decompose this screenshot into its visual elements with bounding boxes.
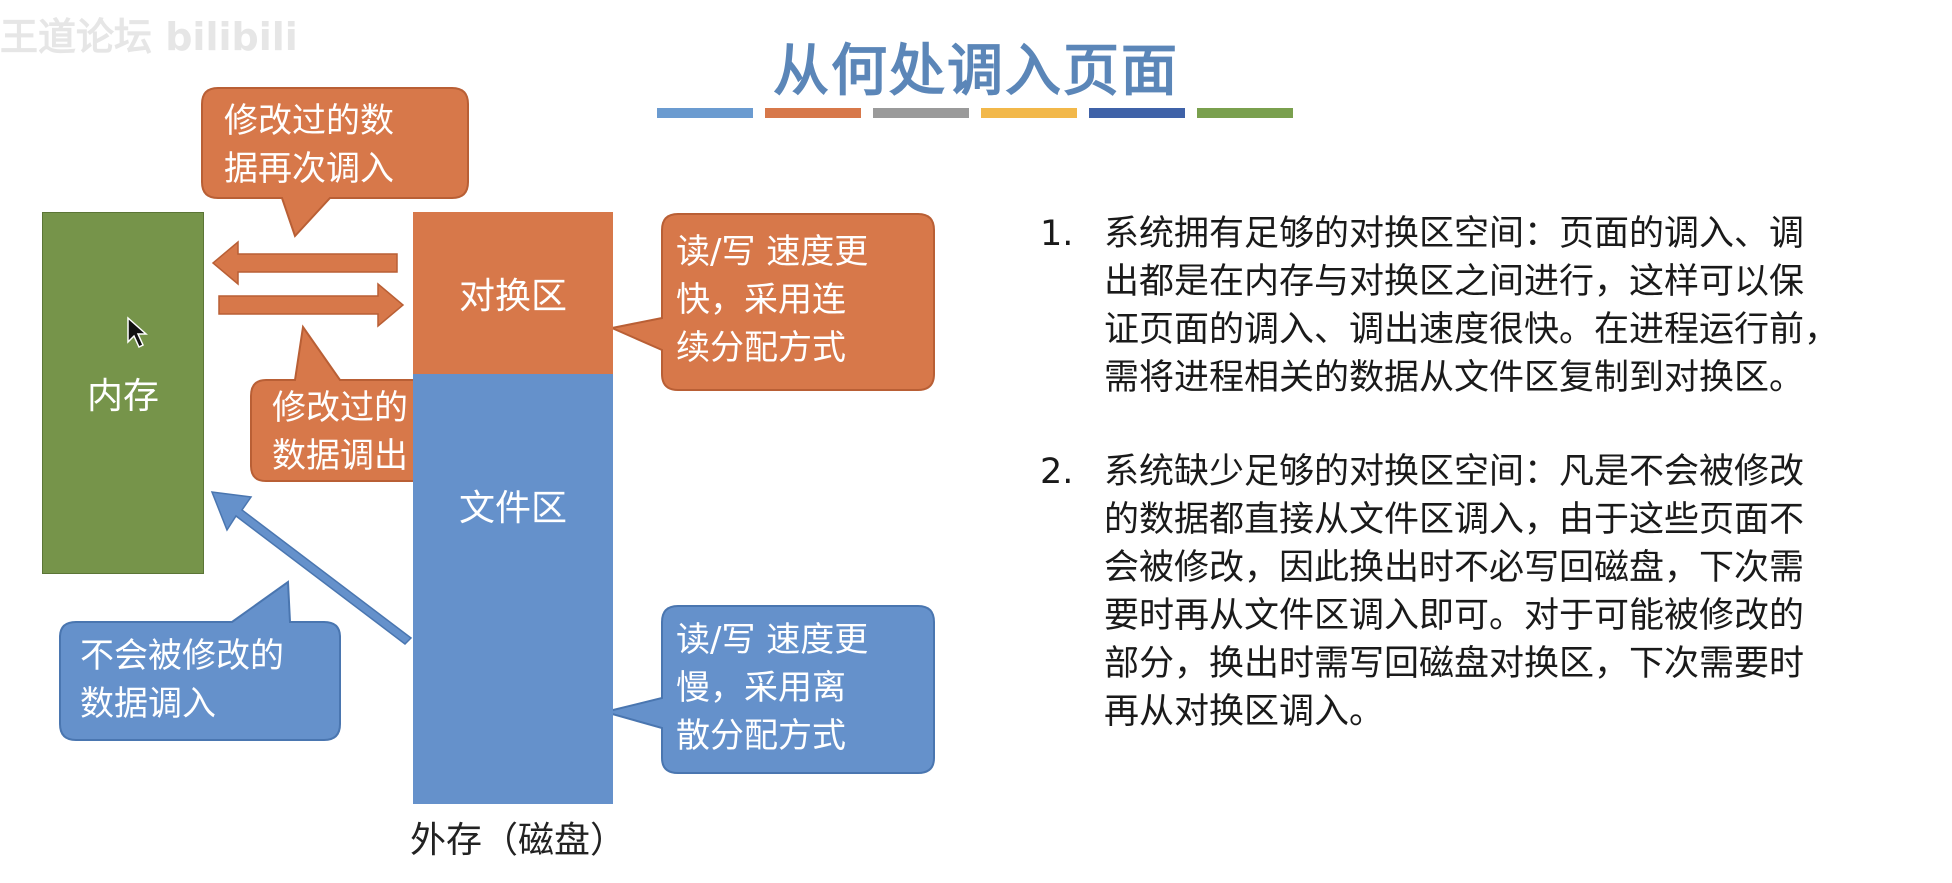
point-line: 证页面的调入、调出速度很快。在进程运行前，	[1104, 310, 1840, 350]
point-line: 系统拥有足够的对换区空间：页面的调入、调	[1104, 214, 1805, 254]
callout-line: 续分配方式	[676, 328, 846, 368]
callout-line: 快，采用连	[676, 280, 846, 320]
point-number: 2.	[1040, 452, 1074, 492]
callout-line: 修改过的数	[224, 101, 394, 141]
accent-bar-2	[765, 108, 861, 118]
file-area-label: 文件区	[458, 488, 567, 529]
callout-modified-out-text: 修改过的 数据调出	[272, 384, 408, 480]
callout-unmodified-in-text: 不会被修改的 数据调入	[80, 632, 284, 728]
callout-line: 读/写 速度更	[676, 232, 869, 272]
point-2: 2. 系统缺少足够的对换区空间：凡是不会被修改 的数据都直接从文件区调入，由于这…	[1040, 448, 1930, 736]
point-line: 再从对换区调入。	[1104, 692, 1385, 732]
arrow-memory-to-swap	[218, 282, 405, 328]
arrow-swap-to-memory	[211, 240, 398, 286]
watermark-logo: 王道论坛 bilibili	[0, 15, 298, 59]
accent-bar-1	[657, 108, 753, 118]
callout-line: 不会被修改的	[80, 636, 284, 676]
point-line: 会被修改，因此换出时不必写回磁盘，下次需	[1104, 548, 1805, 588]
callout-line: 修改过的	[272, 388, 408, 428]
callout-line: 数据调出	[272, 436, 408, 476]
point-body: 系统缺少足够的对换区空间：凡是不会被修改 的数据都直接从文件区调入，由于这些页面…	[1104, 448, 1930, 736]
accent-bar-5	[1089, 108, 1185, 118]
accent-bar-3	[873, 108, 969, 118]
point-line: 的数据都直接从文件区调入，由于这些页面不	[1104, 500, 1805, 540]
point-body: 系统拥有足够的对换区空间：页面的调入、调 出都是在内存与对换区之间进行，这样可以…	[1104, 210, 1930, 402]
callout-swap-speed-text: 读/写 速度更 快，采用连 续分配方式	[676, 228, 868, 372]
point-line: 需将进程相关的数据从文件区复制到对换区。	[1104, 358, 1805, 398]
accent-bar-4	[981, 108, 1077, 118]
point-line: 部分，换出时需写回磁盘对换区，下次需要时	[1104, 644, 1805, 684]
point-1: 1. 系统拥有足够的对换区空间：页面的调入、调 出都是在内存与对换区之间进行，这…	[1040, 210, 1930, 402]
callout-line: 读/写 速度更	[676, 620, 869, 660]
accent-bar-6	[1197, 108, 1293, 118]
point-line: 系统缺少足够的对换区空间：凡是不会被修改	[1104, 452, 1805, 492]
file-area-block: 文件区	[413, 374, 613, 804]
callout-modified-in-text: 修改过的数 据再次调入	[224, 97, 394, 193]
callout-line: 据再次调入	[224, 149, 394, 189]
callout-swap-speed	[608, 213, 935, 391]
callout-file-speed	[601, 605, 935, 774]
page-title: 从何处调入页面	[773, 39, 1179, 104]
callout-line: 散分配方式	[676, 716, 846, 756]
disk-label: 外存（磁盘）	[410, 820, 627, 861]
memory-label: 内存	[86, 376, 159, 417]
point-line: 要时再从文件区调入即可。对于可能被修改的	[1104, 596, 1805, 636]
point-line: 出都是在内存与对换区之间进行，这样可以保	[1104, 262, 1805, 302]
callout-file-speed-text: 读/写 速度更 慢，采用离 散分配方式	[676, 616, 868, 760]
callout-unmodified-in	[59, 580, 341, 741]
arrow-file-to-memory	[210, 491, 413, 645]
callout-modified-in	[201, 87, 469, 238]
memory-block: 内存	[42, 212, 204, 574]
swap-area-label: 对换区	[458, 276, 567, 317]
callout-line: 慢，采用离	[676, 668, 846, 708]
callout-line: 数据调入	[80, 684, 216, 724]
point-number: 1.	[1040, 214, 1074, 254]
swap-area-block: 对换区	[413, 212, 613, 374]
